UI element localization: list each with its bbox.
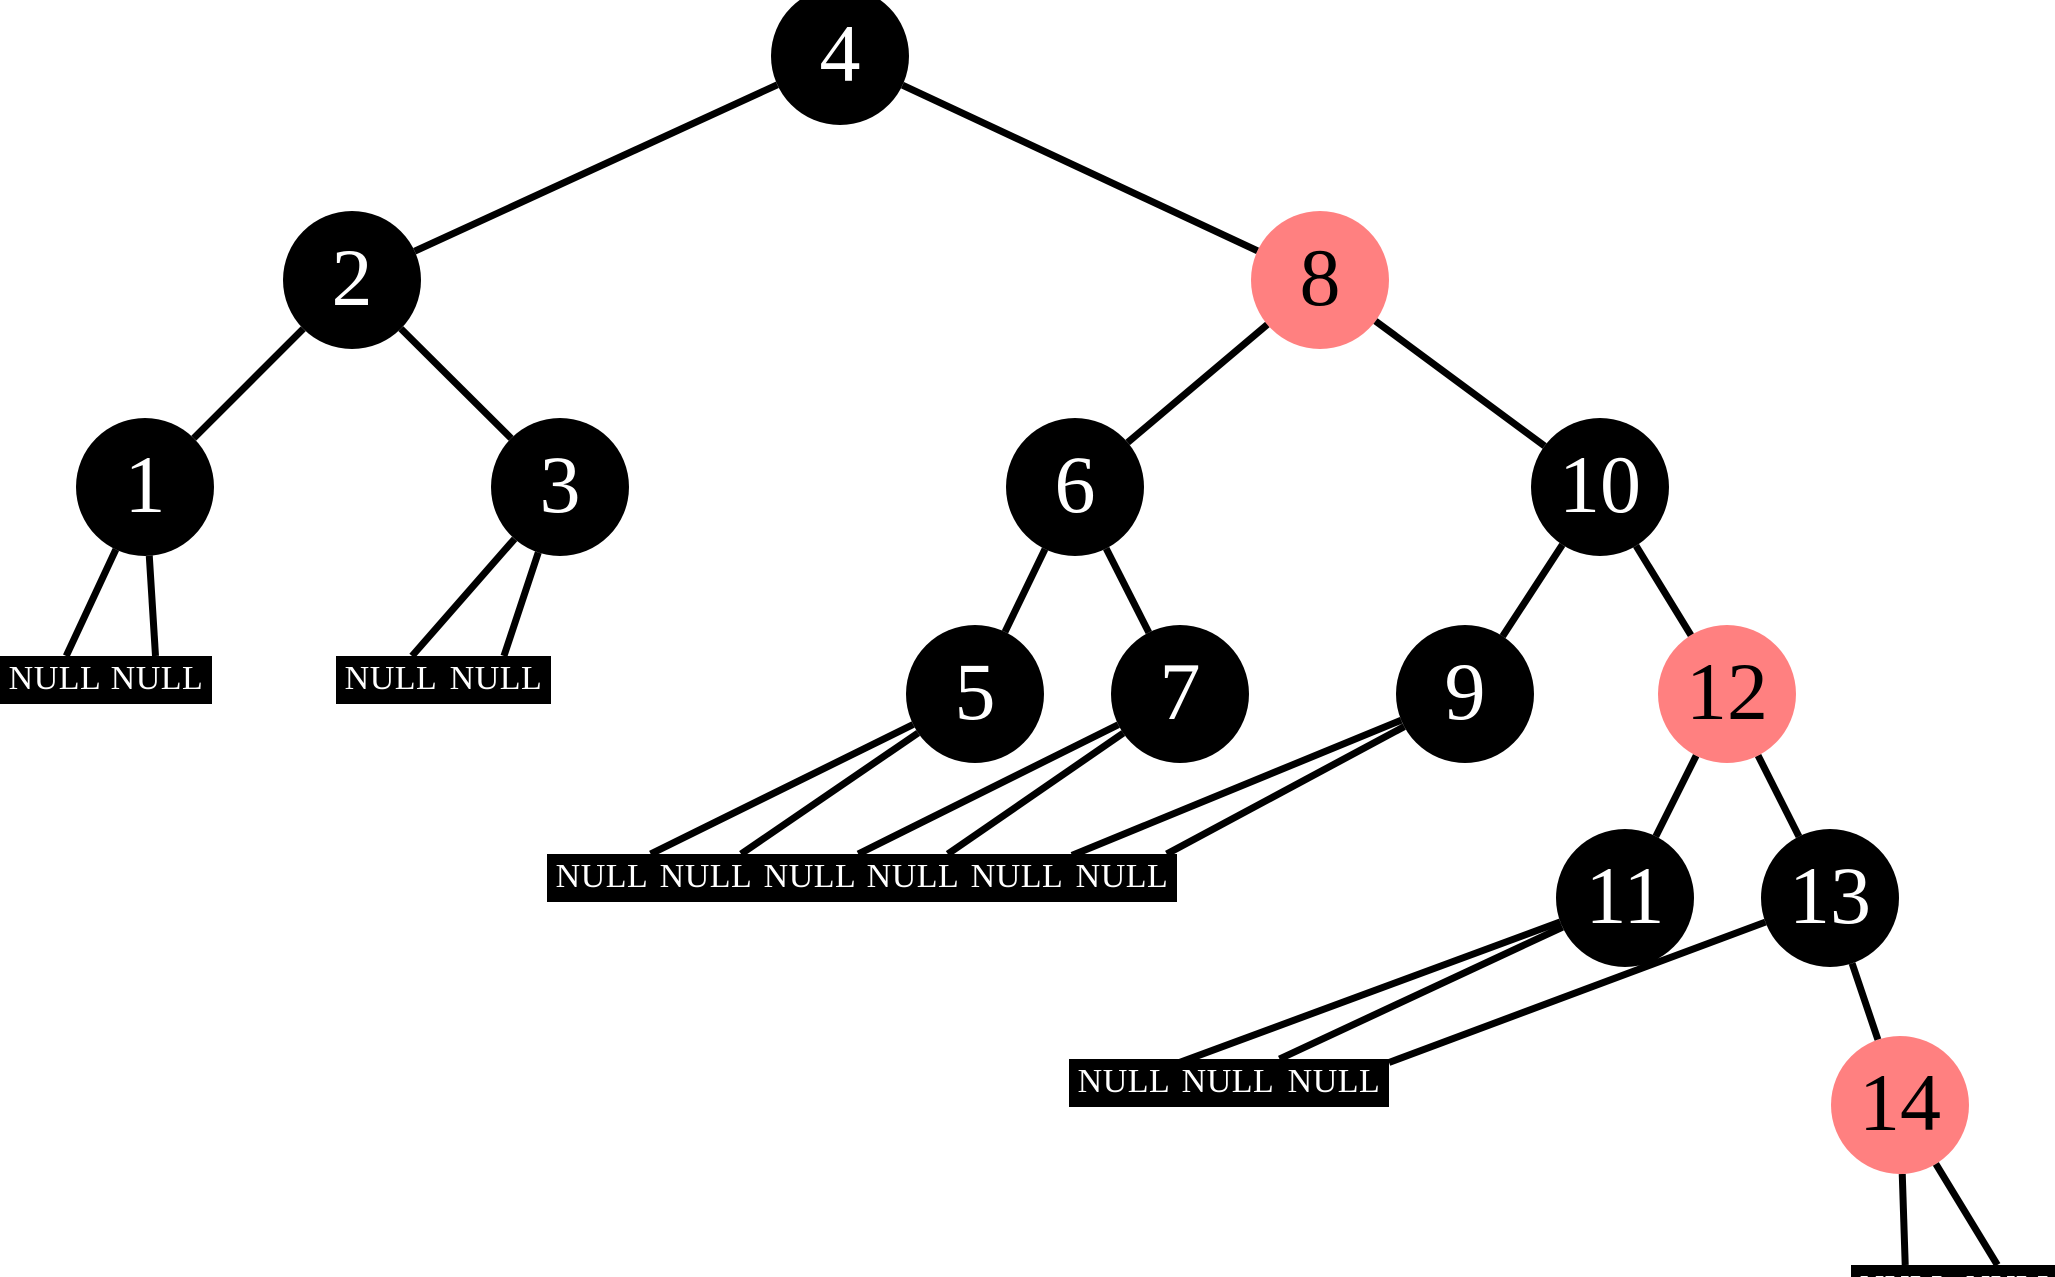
tree-nil-label: NULL [1287,1063,1381,1100]
tree-nil-label: NULL [1966,1271,2055,1277]
tree-nil-label: NULL [449,660,543,697]
tree-nil-leaf: NULL [1069,1059,1179,1107]
tree-edge-n6-n5 [1001,547,1049,634]
tree-node-label: 1 [124,439,166,530]
tree-node-label: 14 [1859,1057,1941,1148]
tree-nil-leaf: NULL [547,854,657,902]
tree-edge-n13-n14 [1848,962,1882,1041]
tree-nil-label: NULL [659,858,753,895]
tree-nil-leaf: NULL [962,854,1072,902]
tree-node-8[interactable]: 8 [1251,211,1389,349]
tree-node-7[interactable]: 7 [1111,625,1249,763]
tree-nil-leaf: NULL [0,656,110,704]
tree-nil-leaf: NULL [651,854,761,902]
tree-edge-n4-n8 [901,82,1259,254]
tree-edge-n12-n13 [1754,754,1803,838]
tree-edge-n8-n6 [1125,321,1270,446]
tree-node-label: 9 [1444,646,1486,737]
tree-node-3[interactable]: 3 [491,418,629,556]
tree-nil-leaf: NULL [755,854,865,902]
tree-node-4[interactable]: 4 [771,0,909,125]
tree-nil-leaf: NULL [1957,1265,2055,1277]
tree-edge-n5-nil6 [739,730,921,857]
tree-nil-leaf: NULL [1067,854,1177,902]
tree-nil-leaf: NULL [441,656,551,704]
tree-edge-n10-n12 [1633,543,1694,638]
tree-nil-leaf: NULL [858,854,968,902]
tree-node-10[interactable]: 10 [1531,418,1669,556]
tree-node-12[interactable]: 12 [1658,625,1796,763]
tree-node-13[interactable]: 13 [1761,829,1899,967]
tree-nil-leaf: NULL [1173,1059,1283,1107]
tree-edge-n2-n1 [191,326,306,441]
tree-nil-leaf: NULL [102,656,212,704]
tree-node-label: 4 [819,8,861,99]
tree-edge-n3-nil4 [500,551,542,658]
tree-node-9[interactable]: 9 [1396,625,1534,763]
tree-edge-n8-n10 [1373,318,1547,449]
tree-edge-n11-nil12 [1278,923,1564,1063]
tree-nil-label: NULL [1181,1063,1275,1100]
tree-node-2[interactable]: 2 [283,211,421,349]
tree-edge-n14-nil15 [1932,1162,2001,1267]
tree-edge-n5-nil5 [649,721,915,858]
tree-node-label: 13 [1789,850,1871,941]
tree-nil-leaf: NULL [1279,1059,1389,1107]
tree-node-label: 10 [1559,439,1641,530]
tree-nil-leaf: NULL [1851,1265,1961,1277]
tree-nil-label: NULL [1077,1063,1171,1100]
tree-nil-label: NULL [866,858,960,895]
tree-nil-label: NULL [344,660,438,697]
tree-edge-n11-nil11 [1177,918,1562,1066]
tree-node-11[interactable]: 11 [1556,829,1694,967]
tree-edge-n9-nil9 [1070,716,1403,859]
tree-node-1[interactable]: 1 [76,418,214,556]
tree-edge-n6-n7 [1103,546,1152,635]
tree-nil-label: NULL [8,660,102,697]
tree-edge-n4-n2 [413,81,779,255]
tree-node-label: 7 [1159,646,1201,737]
tree-edge-n2-n3 [398,326,514,441]
tree-node-5[interactable]: 5 [906,625,1044,763]
tree-edge-n1-nil2 [145,555,160,657]
tree-node-label: 5 [954,646,996,737]
tree-node-label: 6 [1054,439,1096,530]
tree-nil-leaf: NULL [336,656,446,704]
tree-edge-n14-nil14 [1898,1173,1909,1266]
tree-node-label: 12 [1686,646,1768,737]
tree-nil-label: NULL [763,858,857,895]
tree-edge-n3-nil3 [409,536,518,659]
tree-edge-n1-nil1 [63,548,120,658]
tree-node-label: 11 [1585,850,1665,941]
tree-edge-n12-n11 [1652,754,1700,838]
tree-node-14[interactable]: 14 [1831,1036,1969,1174]
tree-nil-label: NULL [555,858,649,895]
tree-nil-label: NULL [1860,1271,1953,1277]
tree-nil-label: NULL [1075,858,1169,895]
tree-node-label: 3 [539,439,581,530]
tree-edge-n10-n9 [1499,542,1566,639]
tree-nil-label: NULL [110,660,204,697]
tree-node-label: 8 [1299,232,1341,323]
tree-nil-label: NULL [970,858,1064,895]
tree-node-label: 2 [331,232,373,323]
tree-node-6[interactable]: 6 [1006,418,1144,556]
